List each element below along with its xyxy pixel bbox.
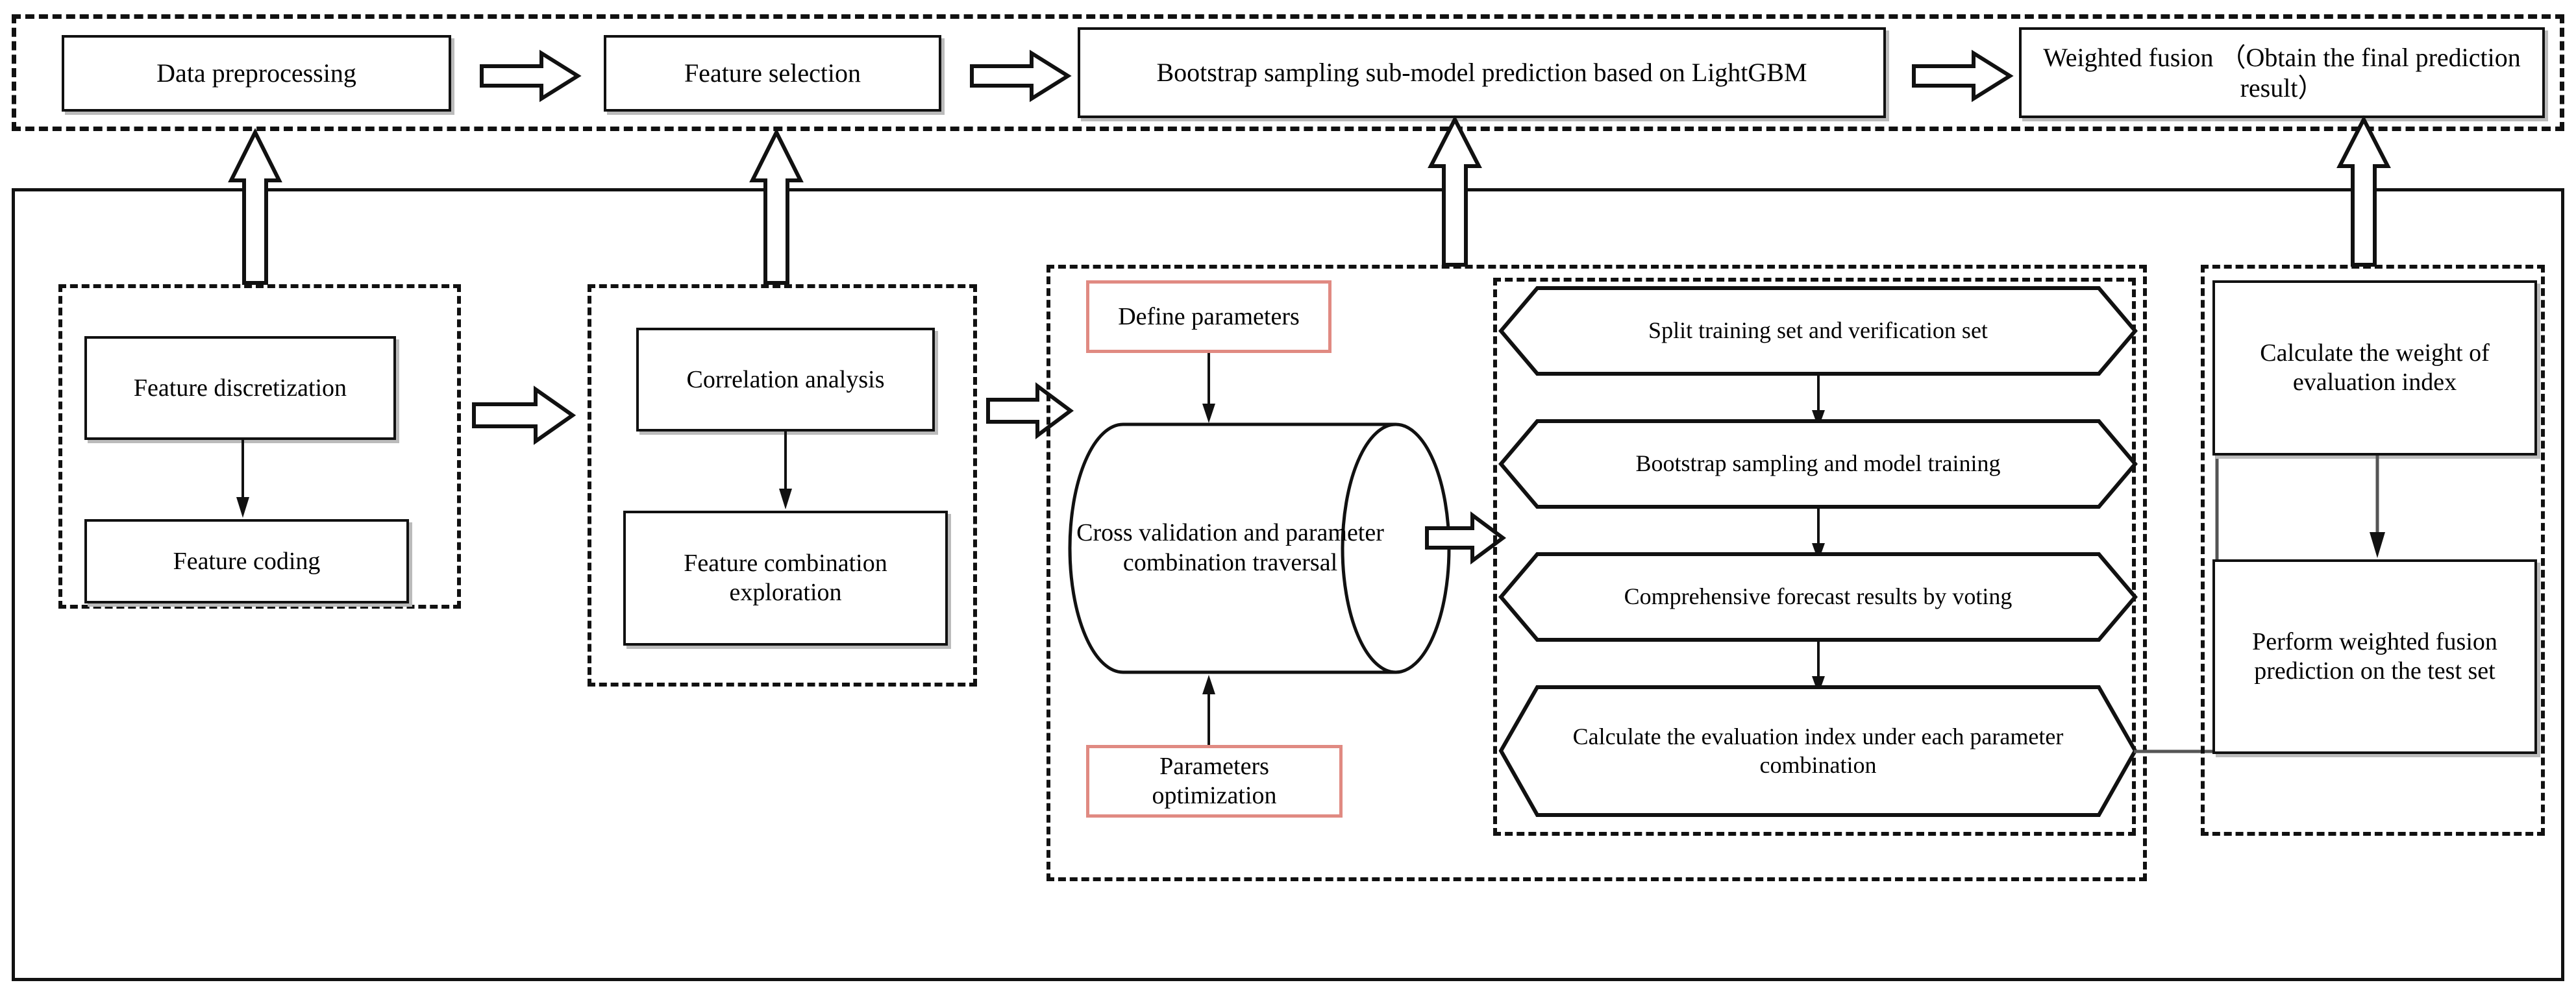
node-label: Comprehensive forecast results by voting	[1624, 583, 2012, 610]
top-dashed-frame	[12, 14, 2564, 131]
node-comprehensive-forecast-voting[interactable]: Comprehensive forecast results by voting	[1498, 552, 2138, 642]
node-feature-discretization[interactable]: Feature discretization	[84, 336, 396, 440]
node-label: Calculate the evaluation index under eac…	[1572, 724, 2064, 778]
step-feature-selection[interactable]: Feature selection	[604, 35, 941, 112]
fusion-group	[2201, 265, 2545, 836]
node-define-parameters[interactable]: Define parameters	[1086, 280, 1331, 353]
node-perform-weighted-fusion-prediction[interactable]: Perform weighted fusion prediction on th…	[2212, 559, 2537, 754]
node-label: Bootstrap sampling and model training	[1635, 450, 2001, 477]
node-calculate-weight-of-evaluation-index[interactable]: Calculate the weight of evaluation index	[2212, 280, 2537, 456]
node-feature-combination-exploration[interactable]: Feature combination exploration	[623, 511, 948, 646]
node-split-training-verification-set[interactable]: Split training set and verification set	[1498, 286, 2138, 376]
node-feature-coding[interactable]: Feature coding	[84, 519, 409, 603]
node-cross-validation-traversal[interactable]: Cross validation and parameter combinati…	[1065, 422, 1454, 675]
bottom-solid-frame	[12, 188, 2564, 981]
node-parameters-optimization[interactable]: Parameters optimization	[1086, 745, 1343, 818]
node-calculate-evaluation-index[interactable]: Calculate the evaluation index under eac…	[1498, 685, 2138, 818]
step-data-preprocessing[interactable]: Data preprocessing	[62, 35, 451, 112]
node-correlation-analysis[interactable]: Correlation analysis	[636, 328, 935, 432]
node-label: Cross validation and parameter combinati…	[1076, 519, 1384, 576]
step-weighted-fusion[interactable]: Weighted fusion （Obtain the final predic…	[2019, 27, 2545, 118]
step-bootstrap-sub-model-prediction[interactable]: Bootstrap sampling sub-model prediction …	[1078, 27, 1886, 118]
feature-selection-group	[588, 284, 977, 687]
node-label: Split training set and verification set	[1648, 317, 1988, 344]
preprocessing-group	[58, 284, 461, 609]
node-bootstrap-sampling-model-training[interactable]: Bootstrap sampling and model training	[1498, 419, 2138, 509]
